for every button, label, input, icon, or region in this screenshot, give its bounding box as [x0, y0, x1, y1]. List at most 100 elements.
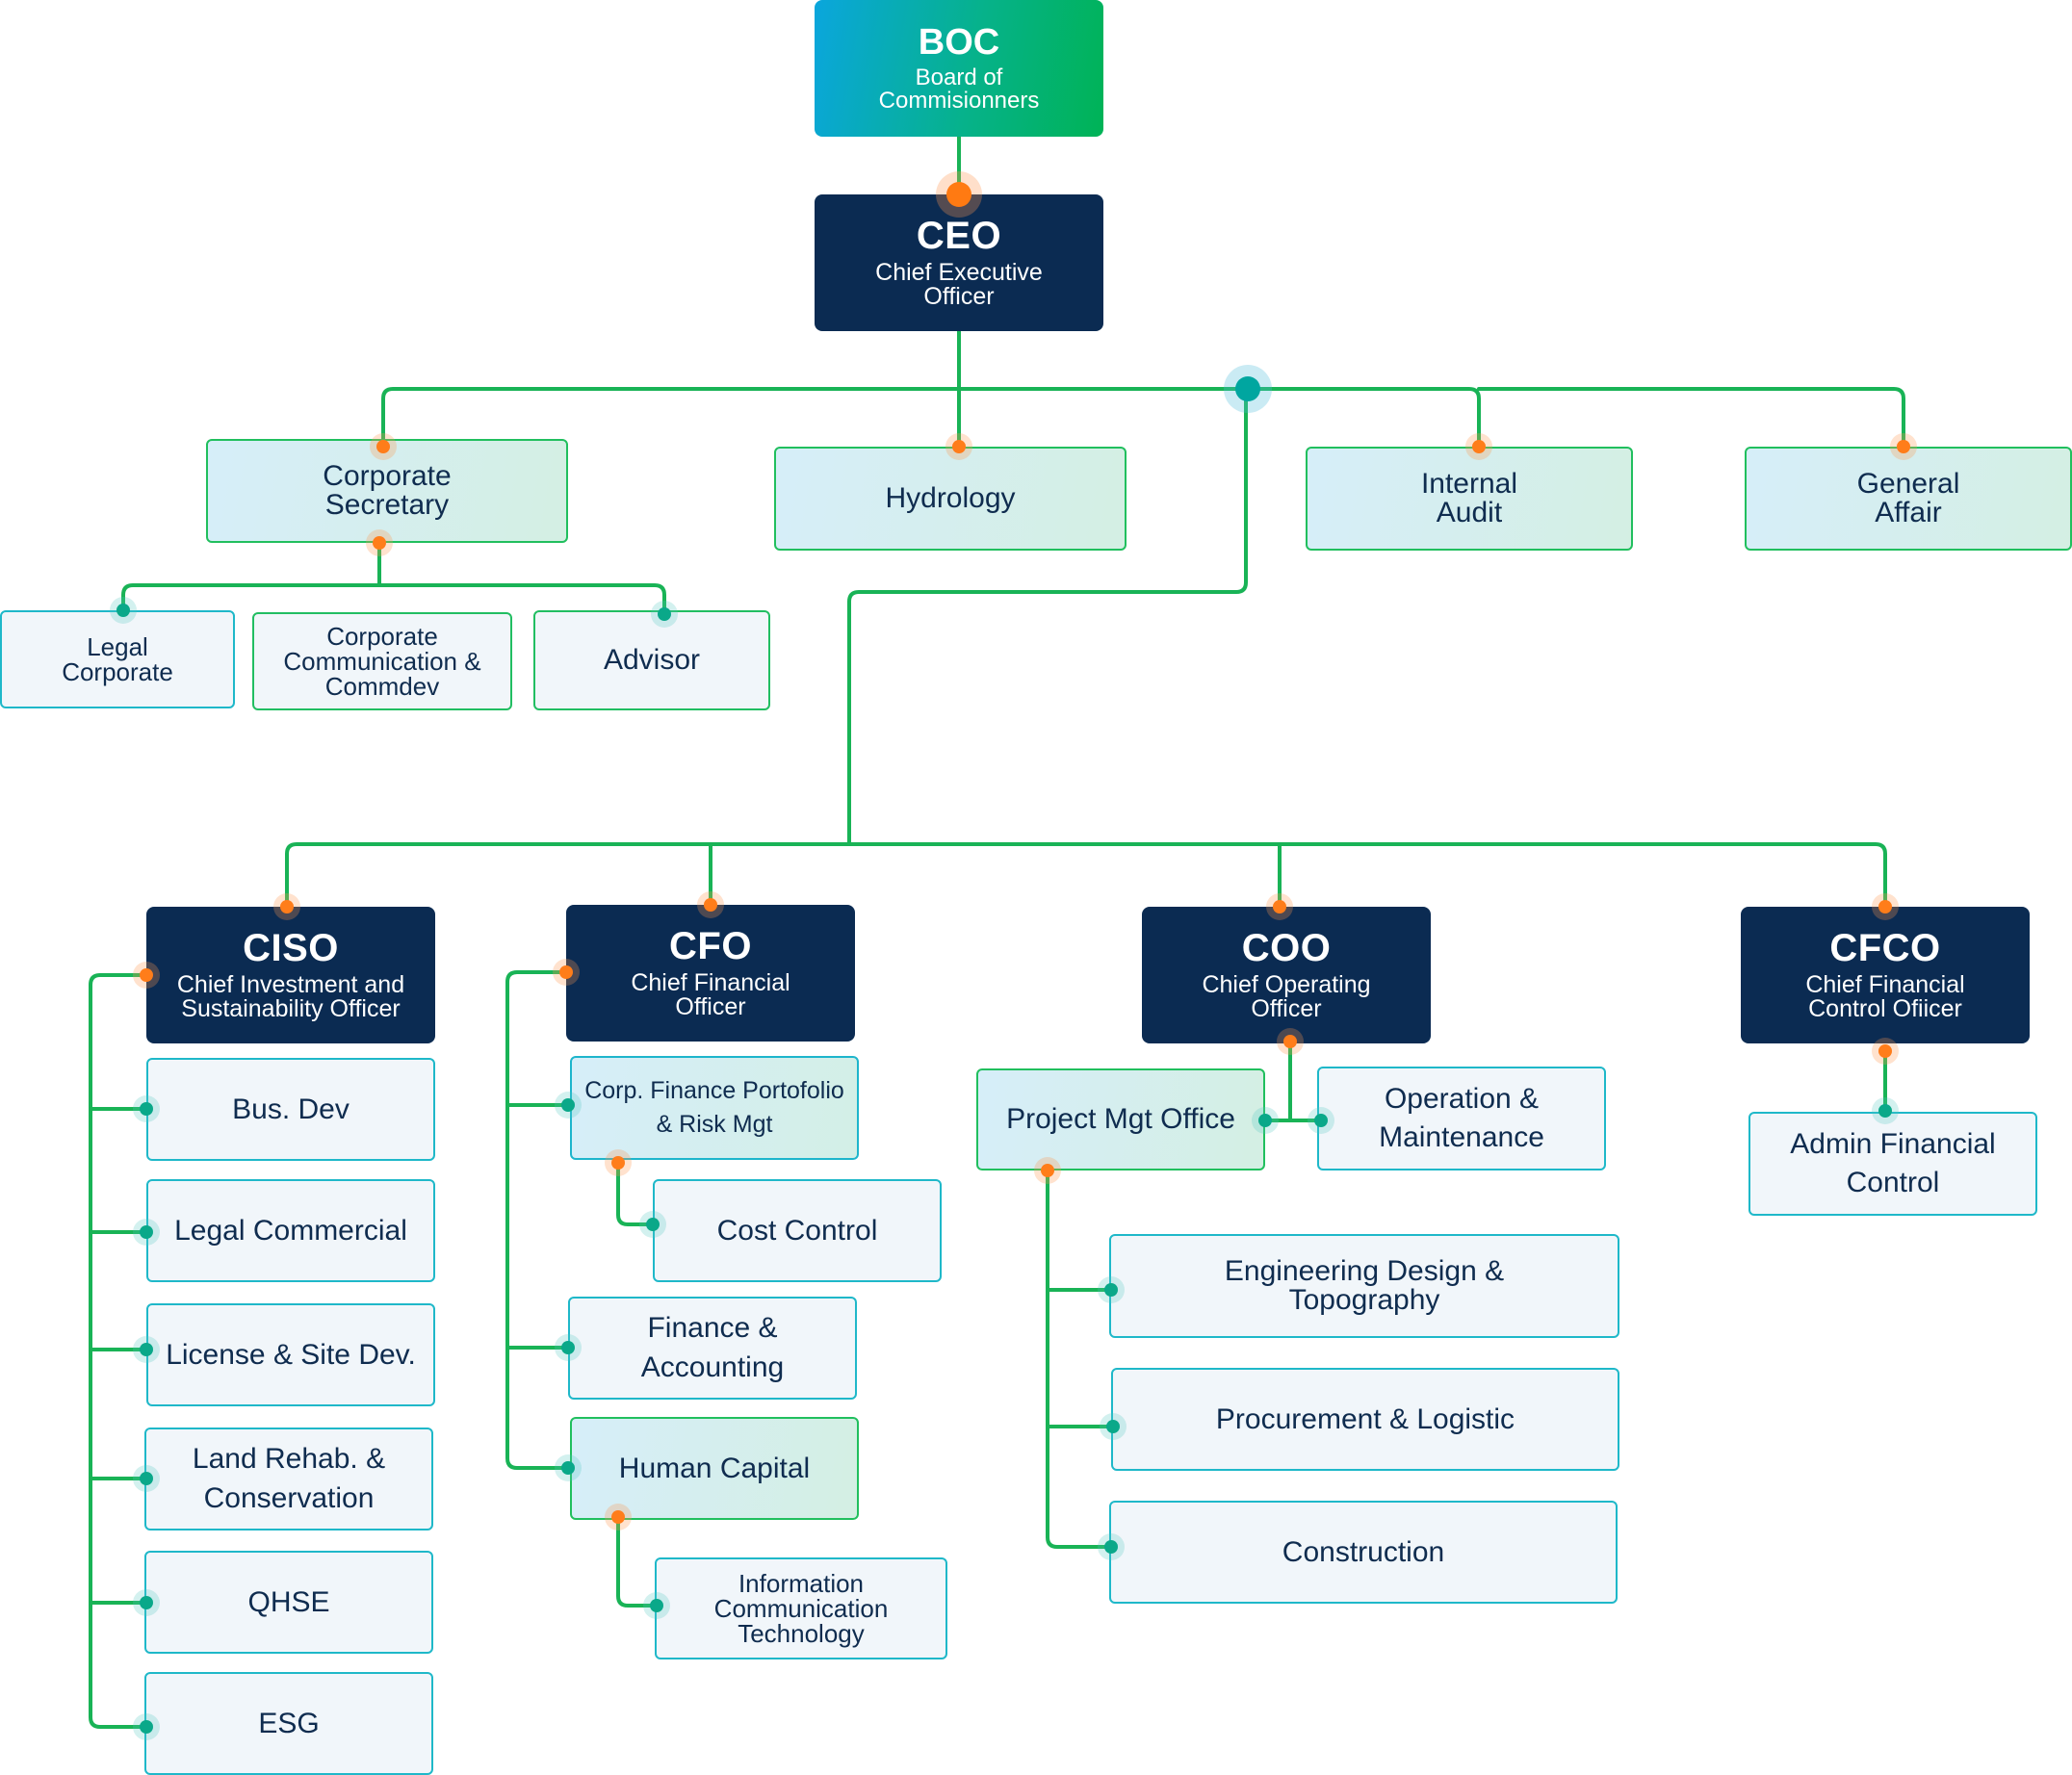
corp-finance-label: Corp. Finance Portofolio & Risk Mgt — [584, 1077, 844, 1138]
legal-corporate-label: Legal Corporate — [62, 632, 173, 686]
cfo-top-dot — [704, 898, 717, 912]
finance-accounting-box[interactable]: Finance & Accounting — [568, 1297, 857, 1400]
cfco-bottom-dot — [1878, 1044, 1892, 1058]
construction-label: Construction — [1282, 1535, 1445, 1568]
qhse-label: QHSE — [247, 1585, 330, 1618]
land-rehab-label: Land Rehab. & Conservation — [192, 1443, 386, 1514]
pmo-bottom-dot — [1041, 1164, 1054, 1177]
bus-dev-dot — [140, 1102, 153, 1116]
wire-pmo-list — [1046, 1169, 1113, 1549]
internal-audit-box[interactable]: Internal Audit — [1306, 447, 1633, 551]
land-rehab-box[interactable]: Land Rehab. & Conservation — [144, 1428, 433, 1531]
general-affair-label: General Affair — [1856, 468, 1960, 528]
coo-box[interactable]: COO Chief Operating Officer — [1142, 907, 1431, 1043]
cfco-box[interactable]: CFCO Chief Financial Control Ofiicer — [1741, 907, 2030, 1043]
procurement-box[interactable]: Procurement & Logistic — [1111, 1368, 1619, 1471]
project-mgt-office-label: Project Mgt Office — [1006, 1103, 1235, 1135]
cfco-title: Chief Financial Control Ofiicer — [1805, 971, 1965, 1023]
operation-maintenance-box[interactable]: Operation & Maintenance — [1317, 1067, 1606, 1170]
corp-finance-dot — [561, 1098, 575, 1112]
land-rehab-dot — [140, 1472, 153, 1485]
engineering-label: Engineering Design & Topography — [1224, 1255, 1505, 1316]
esg-box[interactable]: ESG — [144, 1672, 433, 1775]
operation-maintenance-dot — [1314, 1114, 1328, 1127]
ceo-top-connector-dot — [946, 182, 971, 207]
legal-corporate-box[interactable]: Legal Corporate — [0, 610, 235, 708]
internal-audit-top-dot — [1472, 440, 1486, 453]
bus-dev-box[interactable]: Bus. Dev — [146, 1058, 435, 1161]
advisor-box[interactable]: Advisor — [533, 610, 770, 710]
ciso-top-dot — [280, 900, 294, 913]
finance-accounting-label: Finance & Accounting — [640, 1312, 785, 1383]
engineering-dot — [1104, 1283, 1118, 1297]
ceo-box[interactable]: CEO Chief Executive Officer — [815, 194, 1103, 331]
coo-top-dot — [1273, 900, 1286, 913]
legal-commercial-box[interactable]: Legal Commercial — [146, 1179, 435, 1282]
coo-bottom-dot — [1283, 1035, 1297, 1048]
hydrology-label: Hydrology — [885, 482, 1016, 514]
hub-connector-dot — [1235, 376, 1260, 401]
ict-box[interactable]: Information Communication Technology — [655, 1557, 947, 1659]
license-site-dev-box[interactable]: License & Site Dev. — [146, 1303, 435, 1406]
ceo-abbr: CEO — [916, 214, 1002, 257]
ciso-side-dot — [140, 968, 153, 982]
wire-bus-general-affair — [1477, 387, 1905, 449]
license-site-dev-dot — [140, 1343, 153, 1356]
hydrology-top-dot — [952, 440, 966, 453]
finance-accounting-dot — [561, 1341, 575, 1354]
esg-dot — [140, 1720, 153, 1734]
wire-corpsec-bus — [121, 583, 666, 616]
engineering-box[interactable]: Engineering Design & Topography — [1109, 1234, 1619, 1338]
esg-label: ESG — [258, 1707, 320, 1739]
corporate-secretary-box[interactable]: Corporate Secretary — [206, 439, 568, 543]
wire-bus-to-chiefs — [847, 387, 1248, 846]
boc-box[interactable]: BOC Board of Commisionners — [815, 0, 1103, 137]
cfco-abbr: CFCO — [1829, 926, 1941, 969]
corpsec-bottom-dot — [373, 536, 386, 550]
corpsec-top-dot — [376, 440, 390, 453]
wire-hc-ict — [616, 1515, 659, 1608]
advisor-dot — [658, 607, 671, 621]
cfo-side-dot — [559, 965, 573, 979]
corp-finance-box[interactable]: Corp. Finance Portofolio & Risk Mgt — [570, 1056, 859, 1160]
internal-audit-label: Internal Audit — [1420, 468, 1518, 528]
coo-title: Chief Operating Officer — [1202, 971, 1371, 1023]
pmo-right-dot — [1258, 1114, 1272, 1127]
coo-abbr: COO — [1241, 926, 1332, 969]
cost-control-box[interactable]: Cost Control — [653, 1179, 942, 1282]
general-affair-top-dot — [1897, 440, 1910, 453]
human-capital-bottom-dot — [611, 1510, 625, 1524]
legal-corporate-dot — [117, 604, 130, 617]
ciso-box[interactable]: CISO Chief Investment and Sustainability… — [146, 907, 435, 1043]
corporate-communication-box[interactable]: Corporate Communication & Commdev — [252, 612, 512, 710]
ict-label: Information Communication Technology — [713, 1569, 889, 1648]
corp-finance-bottom-dot — [611, 1156, 625, 1170]
admin-financial-control-dot — [1878, 1104, 1892, 1118]
human-capital-box[interactable]: Human Capital — [570, 1417, 859, 1520]
construction-dot — [1104, 1540, 1118, 1554]
advisor-label: Advisor — [603, 644, 701, 676]
procurement-dot — [1106, 1420, 1120, 1433]
human-capital-dot — [561, 1461, 575, 1475]
qhse-box[interactable]: QHSE — [144, 1551, 433, 1654]
human-capital-label: Human Capital — [618, 1452, 811, 1484]
procurement-label: Procurement & Logistic — [1215, 1402, 1515, 1435]
boc-title: Board of Commisionners — [878, 64, 1040, 115]
hydrology-box[interactable]: Hydrology — [774, 447, 1127, 551]
construction-box[interactable]: Construction — [1109, 1501, 1618, 1604]
cost-control-label: Cost Control — [716, 1214, 878, 1247]
cost-control-dot — [646, 1218, 660, 1231]
wire-top-bus-right — [957, 387, 1481, 449]
corporate-communication-label: Corporate Communication & Commdev — [283, 622, 481, 701]
project-mgt-office-box[interactable]: Project Mgt Office — [976, 1068, 1265, 1170]
corporate-secretary-label: Corporate Secretary — [323, 460, 452, 521]
wire-top-bus-left — [381, 387, 961, 449]
wire-corpfin-cost — [616, 1161, 655, 1226]
general-affair-box[interactable]: General Affair — [1745, 447, 2072, 551]
ciso-title: Chief Investment and Sustainability Offi… — [176, 971, 405, 1023]
admin-financial-control-box[interactable]: Admin Financial Control — [1748, 1112, 2037, 1216]
wire-chief-bus — [285, 842, 1887, 908]
cfo-box[interactable]: CFO Chief Financial Officer — [566, 905, 855, 1042]
legal-commercial-label: Legal Commercial — [174, 1214, 407, 1247]
